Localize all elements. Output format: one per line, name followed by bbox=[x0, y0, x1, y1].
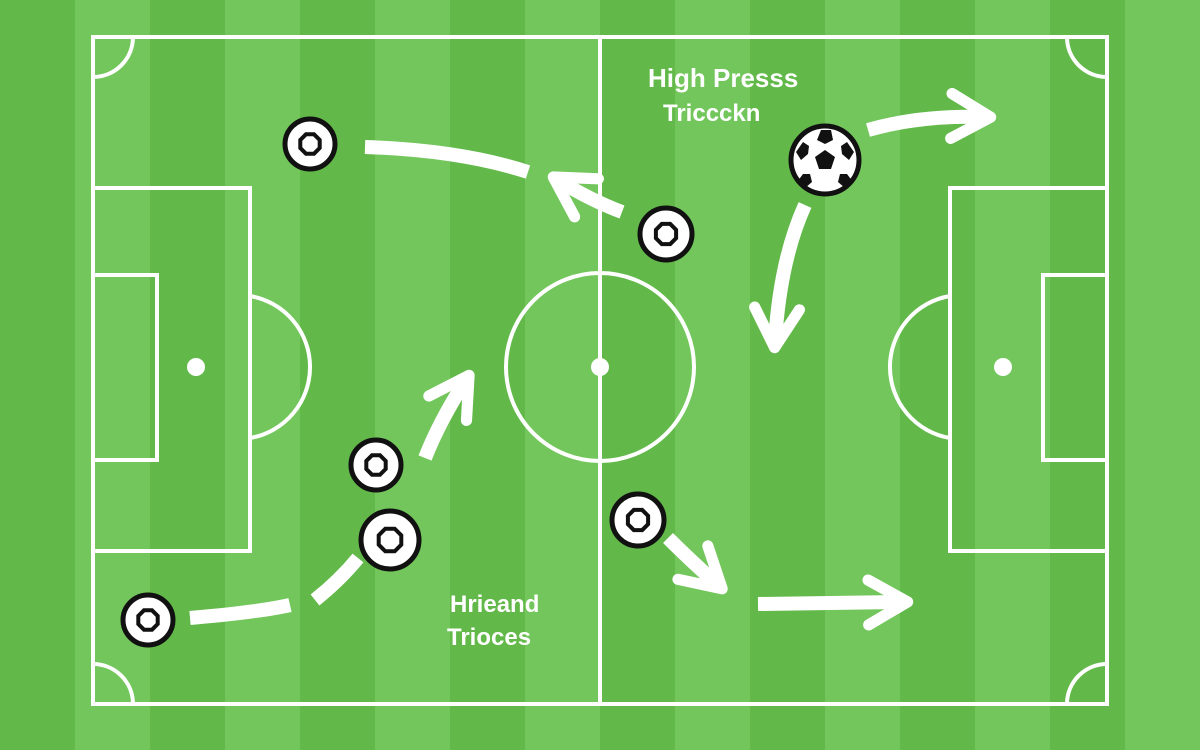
marker-glyph bbox=[376, 526, 404, 554]
arrow-up-to-center bbox=[418, 369, 475, 461]
grass-stripe bbox=[750, 0, 826, 750]
pitch-lines bbox=[91, 35, 1109, 706]
movement-arrows bbox=[189, 87, 997, 631]
grass-stripe bbox=[0, 0, 76, 750]
arrow-bottom-left-run bbox=[189, 598, 292, 625]
player-marker-6 bbox=[609, 491, 667, 549]
soccer-ball-icon bbox=[788, 123, 862, 197]
grass-stripe bbox=[525, 0, 601, 750]
left-penalty-spot bbox=[187, 358, 205, 376]
grass-stripe bbox=[1125, 0, 1200, 750]
player-marker-icon bbox=[358, 508, 422, 572]
bottom-label-line1: Hrieand bbox=[450, 591, 539, 618]
player-marker-1 bbox=[282, 116, 338, 172]
corner-arc-bottom-left bbox=[92, 662, 135, 705]
grass-stripe bbox=[975, 0, 1051, 750]
marker-glyph bbox=[625, 507, 651, 533]
grass-stripe bbox=[600, 0, 676, 750]
player-marker-4 bbox=[358, 508, 422, 572]
corner-arc-top-right bbox=[1065, 36, 1108, 79]
player-marker-5 bbox=[120, 592, 176, 648]
center-spot bbox=[591, 358, 609, 376]
player-marker-icon bbox=[348, 437, 404, 493]
player-marker-icon bbox=[609, 491, 667, 549]
player-marker-3 bbox=[348, 437, 404, 493]
grass-stripe bbox=[1050, 0, 1126, 750]
marker-glyph bbox=[653, 221, 679, 247]
arrow-top-right-run bbox=[866, 87, 997, 144]
grass-stripe bbox=[675, 0, 751, 750]
arrow-right-diagonal bbox=[663, 533, 728, 595]
marker-glyph bbox=[364, 453, 388, 477]
top-label-line1: High Presss bbox=[648, 63, 798, 93]
right-goal-box bbox=[1041, 273, 1109, 462]
arrow-ball-downward bbox=[749, 202, 812, 354]
right-penalty-spot bbox=[994, 358, 1012, 376]
arrow-right-long bbox=[757, 574, 914, 631]
grass-stripe bbox=[225, 0, 301, 750]
player-marker-2 bbox=[637, 205, 695, 263]
left-penalty-arc bbox=[249, 294, 312, 440]
player-marker-icon bbox=[637, 205, 695, 263]
player-marker-icon bbox=[282, 116, 338, 172]
arrow-center-to-left bbox=[547, 171, 625, 223]
arrow-top-left-to-center bbox=[364, 140, 531, 179]
grass-stripe bbox=[375, 0, 451, 750]
center-circle bbox=[504, 271, 696, 463]
corner-arc-top-left bbox=[92, 36, 135, 79]
top-label-line2: Triccckn bbox=[663, 100, 760, 127]
left-goal-box bbox=[91, 273, 159, 462]
player-marker-icon bbox=[120, 592, 176, 648]
right-penalty-arc bbox=[888, 294, 951, 440]
arrow-bottom-left-run-2 bbox=[310, 553, 364, 606]
corner-arc-bottom-right bbox=[1065, 662, 1108, 705]
marker-glyph bbox=[298, 132, 322, 156]
bottom-label-line2: Trioces bbox=[447, 624, 531, 651]
marker-glyph bbox=[136, 608, 160, 632]
